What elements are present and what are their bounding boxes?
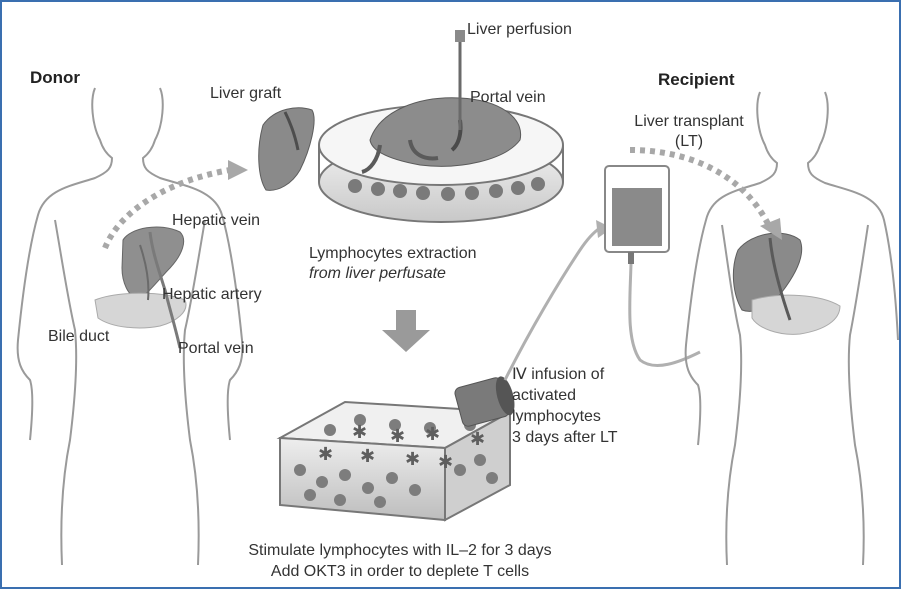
extraction-line-1: Lymphocytes extraction (309, 244, 476, 264)
transplant-label: Liver transplant (LT) (614, 112, 764, 152)
iv-bag-icon (605, 166, 700, 365)
infusion-label: Ⅳ infusion of activated lymphocytes 3 da… (512, 364, 618, 448)
svg-text:✱: ✱ (352, 422, 367, 443)
culture-box: ✱✱✱ ✱✱✱ ✱✱ (280, 374, 518, 520)
transplant-line-2: (LT) (614, 132, 764, 152)
down-arrow-icon (382, 310, 430, 352)
svg-text:✱: ✱ (438, 452, 453, 473)
liver-perfusion-label: Liver perfusion (467, 20, 572, 40)
stimulate-line: Stimulate lymphocytes with IL–2 for 3 da… (180, 540, 620, 561)
extraction-line-2: from liver perfusate (309, 264, 476, 284)
donor-portal-vein-label: Portal vein (178, 339, 254, 359)
culture-caption: Stimulate lymphocytes with IL–2 for 3 da… (180, 540, 620, 582)
hepatic-artery-label: Hepatic artery (162, 285, 262, 305)
infusion-line-4: 3 days after LT (512, 427, 618, 448)
svg-text:✱: ✱ (470, 429, 485, 450)
svg-text:✱: ✱ (360, 446, 375, 467)
liver-graft-illustration (259, 108, 314, 190)
donor-title: Donor (30, 68, 80, 88)
recipient-title: Recipient (658, 70, 735, 90)
perfusion-portal-vein-label: Portal vein (470, 88, 546, 108)
recipient-liver-illustration (733, 233, 840, 334)
bile-duct-label: Bile duct (48, 327, 109, 347)
hepatic-vein-label: Hepatic vein (172, 211, 260, 231)
liver-graft-label: Liver graft (210, 84, 281, 104)
transplant-line-1: Liver transplant (614, 112, 764, 132)
extraction-label: Lymphocytes extraction from liver perfus… (309, 244, 476, 284)
svg-text:✱: ✱ (318, 444, 333, 465)
okt3-line: Add OKT3 in order to deplete T cells (180, 561, 620, 582)
infusion-line-1: Ⅳ infusion of (512, 364, 618, 385)
perfusion-dish (319, 30, 563, 222)
infusion-tube (505, 228, 600, 380)
svg-text:✱: ✱ (390, 426, 405, 447)
svg-text:✱: ✱ (425, 424, 440, 445)
infusion-line-2: activated (512, 385, 618, 406)
svg-text:✱: ✱ (405, 449, 420, 470)
infusion-line-3: lymphocytes (512, 406, 618, 427)
